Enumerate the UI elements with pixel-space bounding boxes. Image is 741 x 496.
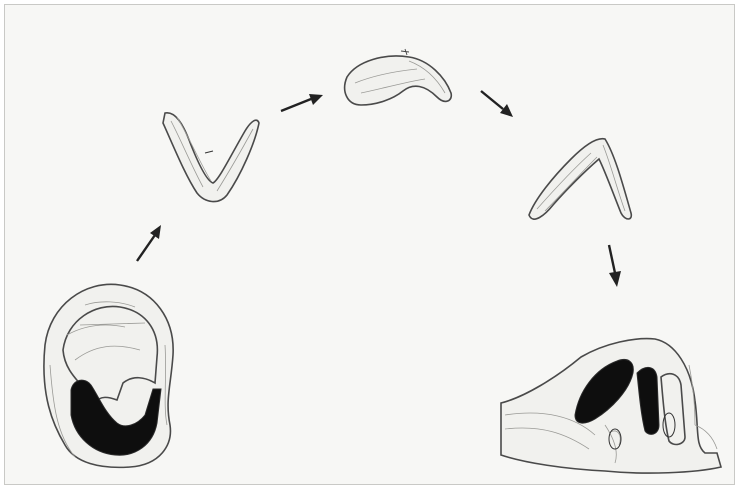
arrow-3: [481, 91, 513, 117]
cartilage-graft-diagram: [5, 5, 741, 496]
arrow-1: [137, 225, 161, 261]
arrow-4: [609, 245, 621, 287]
nose-with-graft-in-place-icon: [501, 339, 721, 473]
bent-cartilage-strut-icon: [529, 139, 631, 219]
flattened-cartilage-graft-icon: [345, 49, 452, 105]
ear-donor-site-icon: [44, 284, 173, 467]
arrow-2: [281, 94, 323, 111]
harvested-conchal-cartilage-icon: [163, 113, 259, 202]
figure-frame: [4, 4, 735, 485]
